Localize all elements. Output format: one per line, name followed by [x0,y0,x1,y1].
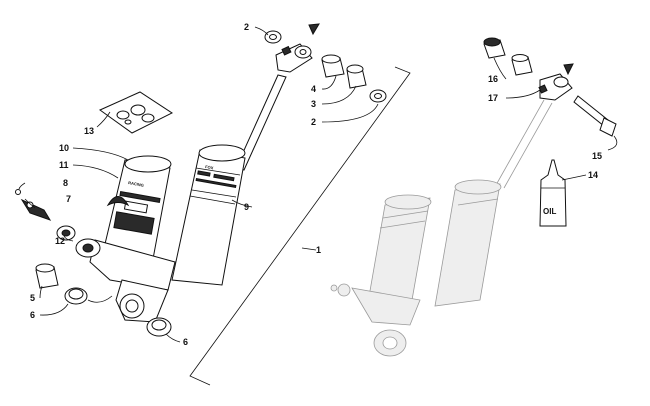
spacer-part-6-left [64,287,88,305]
bushing-part-4 [321,54,345,78]
callout-2-lower: 2 [311,117,316,127]
reference-shock-ghost [330,99,553,357]
callout-13: 13 [84,126,94,136]
callout-11: 11 [59,160,69,170]
main-shock-parts [15,30,387,337]
bolt-part-15 [573,95,617,137]
callout-15: 15 [592,151,602,161]
callout-6-left: 6 [30,310,35,320]
callout-7: 7 [66,194,71,204]
decal-sheet-part-13 [99,91,174,134]
callout-9: 9 [244,202,249,212]
oil-bottle-label: OIL [543,207,556,216]
callout-2-top: 2 [244,22,249,32]
callout-4: 4 [311,84,316,94]
eyelet-part-17 [538,63,574,101]
callout-14: 14 [588,170,598,180]
callout-3: 3 [311,99,316,109]
callout-10: 10 [59,143,69,153]
callout-12: 12 [55,236,65,246]
oil-bottle-part-14: OIL [539,159,567,227]
screw-part-8 [15,189,21,195]
leader-lines [18,26,618,343]
reference-shock-hardware: OIL [483,37,617,227]
shock-decal-text: FOX [205,164,214,170]
callout-17: 17 [488,93,498,103]
spacer-part-6-right [146,317,172,337]
assembly-bracket [189,66,411,386]
cap-part-12 [56,225,76,241]
main-shock: FOX RACING [75,23,320,323]
callout-6-right: 6 [183,337,188,347]
reservoir-decal-text: RACING [128,180,144,188]
bushing-part-16 [483,37,506,59]
callout-16: 16 [488,74,498,84]
bushing-part-5 [35,263,59,289]
callout-1: 1 [316,245,321,255]
spacer-part-3 [346,64,367,89]
valve-part-7 [20,198,52,221]
callouts: 2 4 3 2 1 13 10 11 8 7 9 12 5 6 6 16 17 … [30,22,602,347]
callout-8: 8 [63,178,68,188]
callout-5: 5 [30,293,35,303]
